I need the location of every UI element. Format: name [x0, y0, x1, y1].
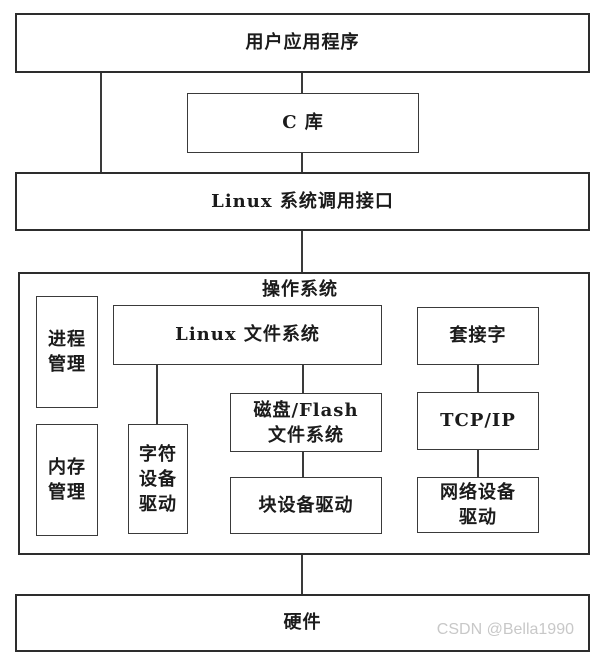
node-char-device-driver: 字符 设备 驱动: [128, 424, 188, 534]
node-linux-filesystem-label: Linux 文件系统: [175, 324, 320, 345]
node-linux-filesystem: Linux 文件系统: [113, 305, 382, 365]
connector-userapp-to-syscall: [100, 73, 102, 172]
csdn-watermark: CSDN @Bella1990: [436, 621, 574, 638]
node-user-applications: 用户应用程序: [15, 13, 590, 73]
node-disk-flash-filesystem: 磁盘/Flash 文件系统: [230, 393, 382, 452]
node-char-device-driver-line2: 设备: [139, 468, 177, 490]
node-syscall-interface-label: Linux 系统调用接口: [211, 190, 394, 212]
node-socket: 套接字: [417, 307, 539, 365]
node-c-library-label: C 库: [282, 112, 324, 133]
connector-tcpip-to-netdriver: [477, 450, 479, 477]
connector-diskflash-to-blockdriver: [302, 452, 304, 477]
node-process-management-line1: 进程: [48, 329, 86, 350]
node-c-library: C 库: [187, 93, 419, 153]
os-title: 操作系统: [262, 279, 338, 300]
connector-syscall-to-os: [301, 231, 303, 272]
connector-linuxfs-to-chardriver: [156, 365, 158, 424]
node-syscall-interface: Linux 系统调用接口: [15, 172, 590, 231]
node-memory-management-line1: 内存: [48, 457, 86, 478]
node-disk-flash-filesystem-line1: 磁盘/Flash: [253, 399, 359, 421]
node-tcp-ip: TCP/IP: [417, 392, 539, 450]
node-char-device-driver-line1: 字符: [139, 443, 177, 465]
node-hardware: 硬件 CSDN @Bella1990: [15, 594, 590, 652]
node-network-device-driver-line2: 驱动: [459, 507, 497, 528]
node-disk-flash-filesystem-line2: 文件系统: [268, 424, 344, 446]
node-process-management: 进程 管理: [36, 296, 98, 408]
node-memory-management: 内存 管理: [36, 424, 98, 536]
connector-clib-to-syscall: [301, 153, 303, 172]
node-block-device-driver-label: 块设备驱动: [258, 494, 354, 516]
node-hardware-label: 硬件: [283, 612, 322, 633]
connector-os-to-hardware: [301, 555, 303, 594]
connector-userapp-to-clib: [301, 73, 303, 93]
node-tcp-ip-label: TCP/IP: [440, 410, 516, 431]
node-network-device-driver-line1: 网络设备: [440, 482, 516, 503]
node-socket-label: 套接字: [449, 325, 507, 346]
connector-socket-to-tcpip: [477, 365, 479, 392]
node-char-device-driver-line3: 驱动: [139, 493, 177, 515]
node-process-management-line2: 管理: [48, 354, 86, 375]
node-user-applications-label: 用户应用程序: [245, 32, 360, 53]
node-memory-management-line2: 管理: [48, 482, 86, 503]
node-block-device-driver: 块设备驱动: [230, 477, 382, 534]
node-network-device-driver: 网络设备 驱动: [417, 477, 539, 533]
connector-linuxfs-to-diskflash: [302, 365, 304, 393]
